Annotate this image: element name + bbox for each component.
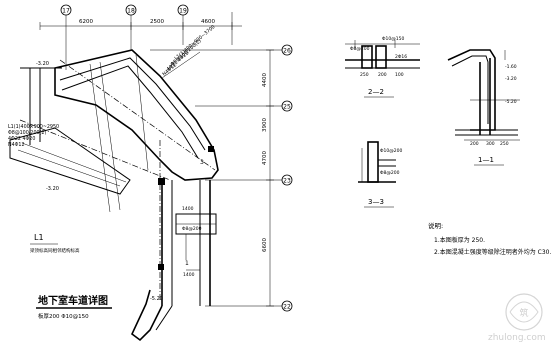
s11-note-1: -1.60 xyxy=(505,64,517,70)
dim-top-3: 4600 xyxy=(201,19,215,25)
s33-label: 3—3 xyxy=(368,198,384,206)
plan-title-sub: 板厚200 Φ10@150 xyxy=(38,312,89,320)
grid-label-26: 26 xyxy=(283,48,291,55)
ramp-plan: -3.20 -3.20 -5.20 1400 Φ8@200 1400 1 3 xyxy=(9,49,219,342)
section-tag-1: 1 xyxy=(185,260,189,267)
s11-note-5: 300 xyxy=(486,141,495,147)
section-2-2: Φ8@200 Φ10@150 2Φ16 250 200 100 2—2 xyxy=(345,36,420,98)
notes-heading: 说明: xyxy=(428,221,443,230)
s33-note-1: Φ10@200 xyxy=(380,148,402,154)
beam-note-1: L1(1)400×900~3700 Φ8@100/200(2) 4Φ22 4Φ2… xyxy=(161,24,216,79)
watermark-text: zhulong.com xyxy=(488,333,546,343)
plan-title-text: 地下室车道详图 xyxy=(38,294,108,307)
s11-note-3: -5.20 xyxy=(505,99,517,105)
grid-bubble-18 xyxy=(125,4,137,16)
watermark: 筑 zhulong.com xyxy=(488,293,546,343)
grid-bubble-25 xyxy=(281,100,293,112)
grid-label-19: 19 xyxy=(179,8,187,15)
s22-note-1: Φ8@200 xyxy=(350,46,370,52)
dim-top-2: 2500 xyxy=(150,19,164,25)
dim-right-4: 6600 xyxy=(262,238,268,252)
s11-label: 1—1 xyxy=(478,156,494,164)
grid-bubble-22 xyxy=(281,300,293,312)
small-label-3: 1400 xyxy=(183,272,195,278)
svg-text:筑: 筑 xyxy=(519,307,528,319)
beam-l1-label: L1 梁顶标高同相邻结构标高 xyxy=(30,233,80,254)
column-3 xyxy=(158,264,164,270)
s22-note-4: 250 xyxy=(360,72,369,78)
elev-label-3: -5.20 xyxy=(150,296,163,302)
grid-label-17: 17 xyxy=(62,8,70,15)
beam2-line2: Φ8@100/200(2) xyxy=(8,130,46,136)
section-1-1: -1.60 -3.20 -5.20 200 300 250 1—1 xyxy=(447,49,520,166)
grid-bubble-26 xyxy=(281,44,293,56)
notes-line-1: 1.本图板厚为 250. xyxy=(434,236,485,244)
plan-title: 地下室车道详图 板厚200 Φ10@150 xyxy=(36,294,112,320)
l1-note: 梁顶标高同相邻结构标高 xyxy=(30,247,80,254)
dim-right-2: 3900 xyxy=(262,118,268,132)
s22-note-2: Φ10@150 xyxy=(382,36,404,42)
l1-text: L1 xyxy=(34,233,44,242)
grid-label-25: 25 xyxy=(283,104,291,111)
s22-note-5: 200 xyxy=(378,72,387,78)
dim-top-1: 6200 xyxy=(79,19,93,25)
section-3-3: Φ10@200 Φ8@200 3—3 xyxy=(358,141,402,208)
grid-bubble-19 xyxy=(177,4,189,16)
s33-note-2: Φ8@200 xyxy=(380,170,400,176)
small-label-2: Φ8@200 xyxy=(182,226,202,232)
top-grid: 17 18 19 6200 2500 4600 xyxy=(39,4,242,70)
s11-note-6: 250 xyxy=(500,141,509,147)
column-1 xyxy=(158,178,165,185)
s22-label: 2—2 xyxy=(368,88,384,96)
notes-block: 说明: 1.本图板厚为 250. 2.本图混凝土强度等级除注明者外均为 C30. xyxy=(428,221,551,256)
right-grid: 4400 3900 4700 6600 26 25 23 22 xyxy=(150,44,293,312)
s11-note-4: 200 xyxy=(470,141,479,147)
grid-label-23: 23 xyxy=(283,178,291,185)
grid-label-18: 18 xyxy=(127,8,135,15)
elev-label-1: -3.20 xyxy=(36,61,49,67)
dim-right-3: 4700 xyxy=(262,151,268,165)
column-2 xyxy=(208,146,214,152)
s11-note-2: -3.20 xyxy=(505,76,517,82)
elev-label-2: -3.20 xyxy=(46,186,59,192)
watermark-logo: 筑 xyxy=(505,293,543,331)
beam2-line4: N4Φ12 xyxy=(8,142,25,148)
beam-note-2: L1(1)400×900~2950 Φ8@100/200(2) 4Φ22 4Φ2… xyxy=(8,124,59,148)
grid-bubble-17 xyxy=(60,4,72,16)
s22-note-6: 100 xyxy=(395,72,404,78)
beam2-line3: 4Φ22 4Φ20 xyxy=(8,136,35,142)
small-label-1: 1400 xyxy=(182,206,194,212)
s22-note-3: 2Φ16 xyxy=(395,54,407,60)
notes-line-2: 2.本图混凝土强度等级除注明者外均为 C30. xyxy=(434,248,551,256)
section-tag-3: 3 xyxy=(200,159,204,166)
grid-label-22: 22 xyxy=(283,304,291,311)
grid-bubble-23 xyxy=(281,174,293,186)
dim-right-1: 4400 xyxy=(262,73,268,87)
beam2-line1: L1(1)400×900~2950 xyxy=(8,124,59,130)
